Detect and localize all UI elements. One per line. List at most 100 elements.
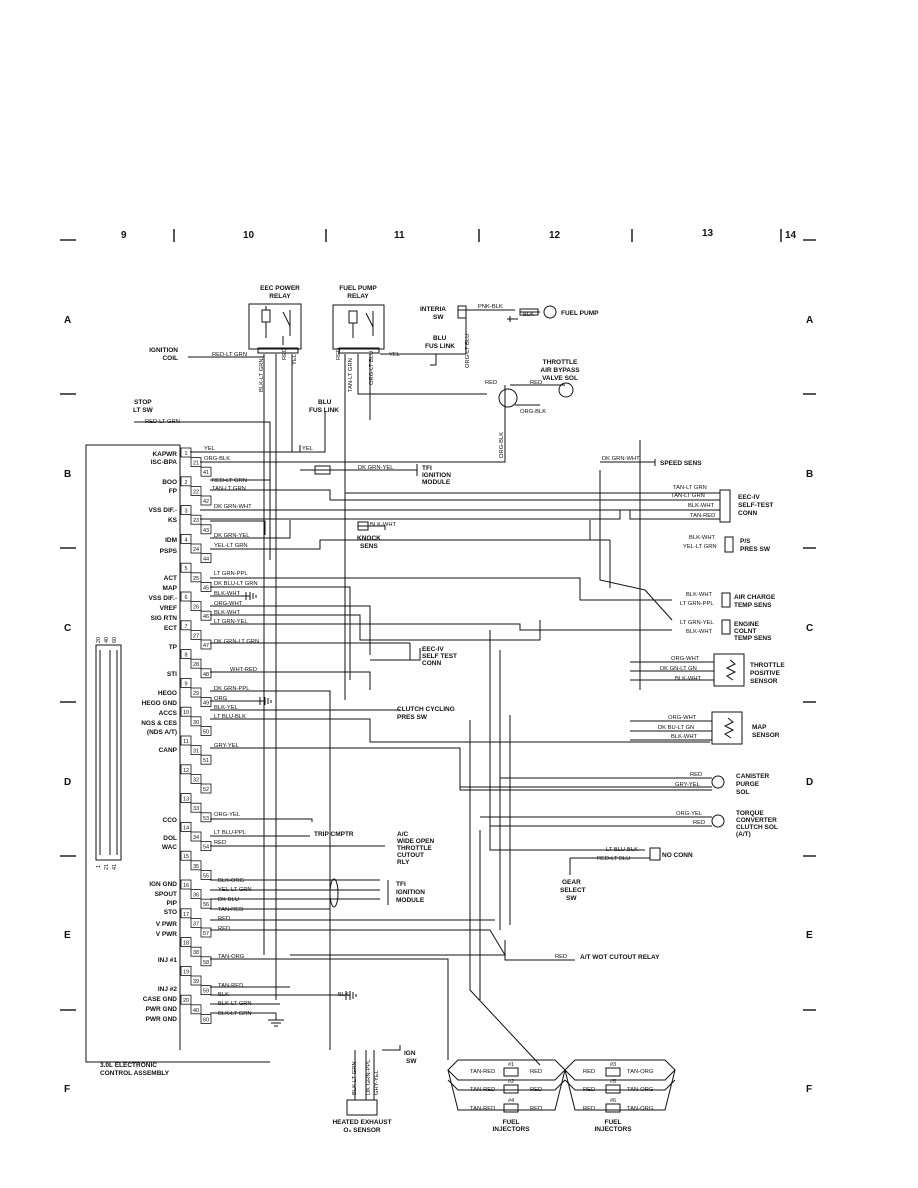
ecu-pin-number: 22 — [193, 489, 199, 495]
ecu-pin-number: 28 — [193, 662, 199, 668]
tfi2-label-2: IGNITION — [396, 889, 425, 896]
wire-label-org-yel-tcc: ORG-YEL — [676, 811, 703, 817]
signal-isc-bpa: ISC-BPA — [151, 459, 178, 466]
ecu-pin-box — [180, 793, 192, 803]
ecu-pin-box — [190, 946, 202, 957]
wire-label-tan-org: TAN-ORG — [218, 954, 245, 960]
grid-row-b-right: B — [806, 469, 813, 480]
wire-label-red-tab: RED — [485, 380, 497, 386]
wire-label-dk-bu-lt-gn: DK BU-LT GN — [658, 725, 694, 731]
gear-select-label-1: GEAR — [562, 879, 581, 886]
ac-wot-label-1: A/C — [397, 831, 409, 838]
eec-power-relay: EEC POWER RELAY — [248, 285, 302, 354]
ecu-pin-box — [190, 1004, 202, 1015]
signal-pwr-gnd: PWR GND — [146, 1006, 178, 1013]
ecu-pin-box — [180, 505, 192, 516]
no-conn-box — [649, 847, 661, 861]
signal-vref: VREF — [160, 605, 177, 612]
ecu-pin-number: 45 — [203, 585, 209, 591]
top-wiring — [134, 309, 565, 1000]
inertia-switch — [457, 305, 467, 319]
ecu-pin-number: 15 — [183, 854, 189, 860]
signal-canp: CANP — [159, 747, 178, 754]
signal-ngs-ces: NGS & CES — [141, 720, 177, 727]
canister-purge-sol: CANISTER PURGE SOL — [460, 773, 770, 796]
ecu-pin-box — [190, 774, 202, 784]
wire-label-dk-grn-wht-speed: DK GRN-WHT — [602, 456, 640, 462]
wire-label-dk-grn-ppl-o2: DK GRN-PPL — [366, 1059, 372, 1095]
ecu-pin-box — [200, 870, 212, 880]
grid-col-10: 10 — [243, 230, 255, 241]
canp-label-1: CANISTER — [736, 773, 770, 780]
ecu-pin-box — [200, 697, 212, 707]
ecu-pin-box — [190, 630, 202, 640]
signal-v-pwr: V PWR — [156, 921, 178, 928]
wire-label-lt-grn-yel-ect: LT GRN-YEL — [214, 619, 248, 625]
ecu-pin-number: 58 — [203, 960, 209, 966]
ecu-pin-box — [200, 610, 212, 621]
no-conn-label: NO CONN — [662, 852, 693, 859]
fuel-pump-relay-label-1: FUEL PUMP — [339, 285, 377, 292]
ecu-pin-box — [180, 879, 192, 890]
ecu-pin-box — [190, 716, 202, 727]
tfi-label-1: TFI — [422, 465, 432, 472]
signal-wac: WAC — [162, 844, 177, 851]
ecu-pin-number: 37 — [193, 921, 199, 927]
engine-coolant-temp-connector — [721, 619, 731, 635]
signal-psps: PSPS — [160, 548, 178, 555]
wire-label-blk-case: BLK — [218, 992, 229, 998]
ecu-pin-box — [190, 831, 202, 842]
signal-cco: CCO — [163, 817, 177, 824]
wire-label-pnk-blk: PNK-BLK — [478, 304, 503, 310]
ecu-pin-box — [200, 927, 212, 938]
wire-label-inj-red-5: RED — [583, 1087, 595, 1093]
wire-label-red-vpwr: RED — [218, 916, 230, 922]
ecu-pin-box — [200, 726, 212, 736]
wire-label-dk-grn-yel-idm: DK GRN-YEL — [214, 533, 250, 539]
grid-row-d-left: D — [64, 777, 71, 788]
wire-label-org-lt-blu-v2: ORG-LT BLU — [465, 334, 471, 368]
wire-label-blk-yel: BLK-YEL — [214, 705, 239, 711]
map-sensor-label-2: SENSOR — [752, 732, 780, 739]
fuel-pump-motor — [543, 305, 557, 319]
wire-label-blk-lt-grn-pwr2: BLK-LT GRN — [218, 1011, 252, 1017]
ecu-output-wires — [190, 440, 720, 1066]
wire-label-lt-grn-yel-ect2: LT GRN-YEL — [680, 620, 714, 626]
signal-sti: STI — [167, 671, 177, 678]
tcc-label-1: TORQUE — [736, 810, 764, 817]
wire-label-gry-yel: GRY-YEL — [214, 743, 240, 749]
wire-label-tan-lt-grn-v: TAN-LT GRN — [348, 358, 354, 392]
wire-label-gry-yel-canp: GRY-YEL — [675, 782, 701, 788]
eec-self-test2-label-2: SELF TEST — [422, 653, 457, 660]
stop-lt-sw-label-1: STOP — [134, 399, 152, 406]
ecu-pin-box — [190, 601, 202, 611]
grid-row-e-right: E — [806, 930, 813, 941]
wire-label-blk-wht-vss: BLK-WHT — [214, 591, 241, 597]
wire-label-dk-blu-lt-grn: DK BLU-LT GRN — [214, 581, 258, 587]
ecu-pin-number: 44 — [203, 557, 209, 563]
wire-label-inj-tan-org-3: TAN-ORG — [627, 1106, 654, 1112]
ecu-pin-box — [180, 534, 192, 544]
ecu-pin-box — [190, 543, 202, 554]
tcc-label-3: CLUTCH SOL — [736, 824, 778, 831]
ecu-pin-box — [190, 889, 202, 899]
ecu-pin-box — [190, 687, 202, 698]
signal-ign-gnd: IGN GND — [149, 881, 177, 888]
signal-act: ACT — [164, 575, 177, 582]
grid-row-c-left: C — [64, 623, 71, 634]
ecu-pin-number: 54 — [203, 845, 209, 851]
ecu-pin-box — [190, 485, 202, 496]
ecu-pin-number: 10 — [183, 710, 189, 716]
eec-power-relay-label-2: RELAY — [269, 293, 291, 300]
injector-6-label: #6 — [610, 1098, 616, 1104]
fuel-injectors-left-label-2: INJECTORS — [492, 1126, 530, 1133]
wire-label-stop-lt: RED-LT GRN — [145, 419, 180, 425]
signal-kapwr: KAPWR — [152, 451, 177, 458]
ecu-pin-number: 46 — [203, 614, 209, 620]
ecu-pin-box — [200, 553, 212, 563]
wire-label-blk-wht-map: BLK-WHT — [671, 734, 698, 740]
wire-label-blk-wht-ect: BLK-WHT — [686, 629, 713, 635]
wire-label-blk-gnd: BLK — [338, 992, 349, 998]
ect-label-3: TEMP SENS — [734, 635, 772, 642]
wire-label-blk-wht-tps: BLK-WHT — [675, 676, 702, 682]
